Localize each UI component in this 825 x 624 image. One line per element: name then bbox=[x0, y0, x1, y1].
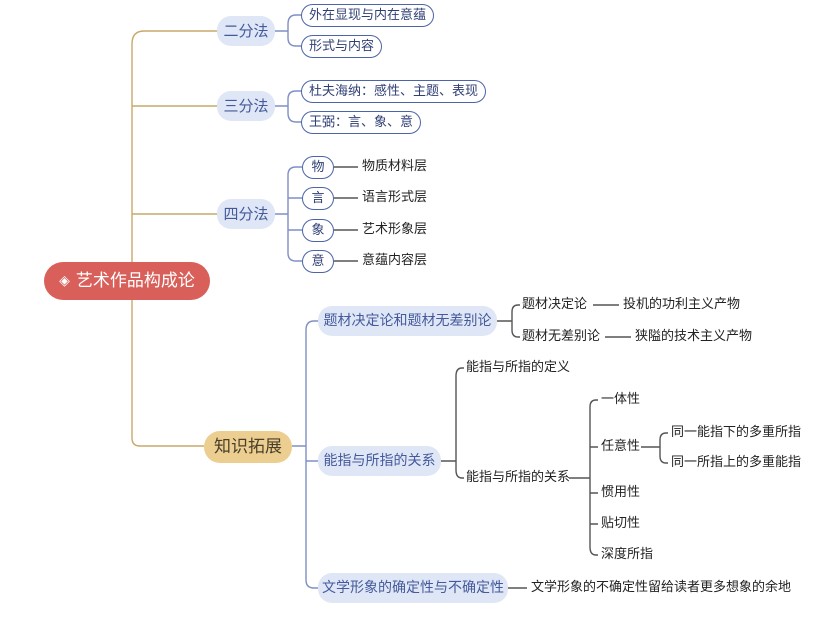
sanfenfa-item-2[interactable]: 王弼：言、象、意 bbox=[301, 111, 422, 134]
branch-zhishi[interactable]: 知识拓展 bbox=[204, 431, 292, 463]
prop-renyixing[interactable]: 任意性 bbox=[601, 439, 641, 454]
ticai-label: 题材决定论和题材无差别论 bbox=[323, 313, 492, 329]
root-node[interactable]: ◈ 艺术作品构成论 bbox=[44, 262, 210, 300]
ticai-item-2[interactable]: 题材无差别论 bbox=[522, 329, 601, 344]
sifenfa-key-yi[interactable]: 意 bbox=[302, 250, 334, 273]
root-title: 艺术作品构成论 bbox=[75, 270, 195, 291]
prop-yitixing[interactable]: 一体性 bbox=[601, 392, 641, 407]
branch-sifenfa[interactable]: 四分法 bbox=[217, 199, 275, 229]
ticai-desc-1[interactable]: 投机的功利主义产物 bbox=[623, 297, 741, 312]
sifenfa-desc-1[interactable]: 物质材料层 bbox=[362, 159, 428, 174]
branch-erfenfa-label: 二分法 bbox=[223, 21, 269, 40]
ticai-desc-2[interactable]: 狭隘的技术主义产物 bbox=[635, 329, 753, 344]
branch-sanfenfa[interactable]: 三分法 bbox=[217, 91, 275, 121]
wenxue-desc[interactable]: 文学形象的不确定性留给读者更多想象的余地 bbox=[531, 580, 792, 595]
renyi-item-1[interactable]: 同一能指下的多重所指 bbox=[671, 425, 802, 440]
diamond-icon: ◈ bbox=[59, 273, 70, 289]
nengzhi-node[interactable]: 能指与所指的关系 bbox=[318, 446, 441, 476]
sifenfa-key-wu[interactable]: 物 bbox=[302, 156, 334, 179]
ticai-item-1[interactable]: 题材决定论 bbox=[522, 297, 588, 312]
sifenfa-desc-2[interactable]: 语言形式层 bbox=[362, 190, 428, 205]
erfenfa-item-2[interactable]: 形式与内容 bbox=[301, 35, 383, 58]
nengzhi-label: 能指与所指的关系 bbox=[323, 453, 436, 469]
prop-shendusuozhi[interactable]: 深度所指 bbox=[601, 547, 654, 562]
sifenfa-desc-4[interactable]: 意蕴内容层 bbox=[362, 253, 428, 268]
prop-tieqiexing[interactable]: 贴切性 bbox=[601, 516, 641, 531]
branch-erfenfa[interactable]: 二分法 bbox=[217, 16, 275, 46]
sanfenfa-item-1[interactable]: 杜夫海纳：感性、主题、表现 bbox=[301, 80, 487, 103]
erfenfa-item-1[interactable]: 外在显现与内在意蕴 bbox=[301, 4, 435, 27]
renyi-item-2[interactable]: 同一所指上的多重能指 bbox=[671, 455, 802, 470]
branch-sifenfa-label: 四分法 bbox=[223, 204, 269, 223]
sifenfa-desc-3[interactable]: 艺术形象层 bbox=[362, 222, 428, 237]
prop-guanyongxing[interactable]: 惯用性 bbox=[601, 485, 641, 500]
ticai-node[interactable]: 题材决定论和题材无差别论 bbox=[318, 306, 497, 336]
nengzhi-rel[interactable]: 能指与所指的关系 bbox=[466, 470, 571, 485]
branch-sanfenfa-label: 三分法 bbox=[223, 96, 269, 115]
nengzhi-def[interactable]: 能指与所指的定义 bbox=[466, 360, 571, 375]
branch-zhishi-label: 知识拓展 bbox=[214, 436, 282, 457]
wenxue-label: 文学形象的确定性与不确定性 bbox=[322, 580, 504, 596]
sifenfa-key-yan[interactable]: 言 bbox=[302, 187, 334, 210]
wenxue-node[interactable]: 文学形象的确定性与不确定性 bbox=[318, 573, 508, 603]
sifenfa-key-xiang[interactable]: 象 bbox=[302, 219, 334, 242]
